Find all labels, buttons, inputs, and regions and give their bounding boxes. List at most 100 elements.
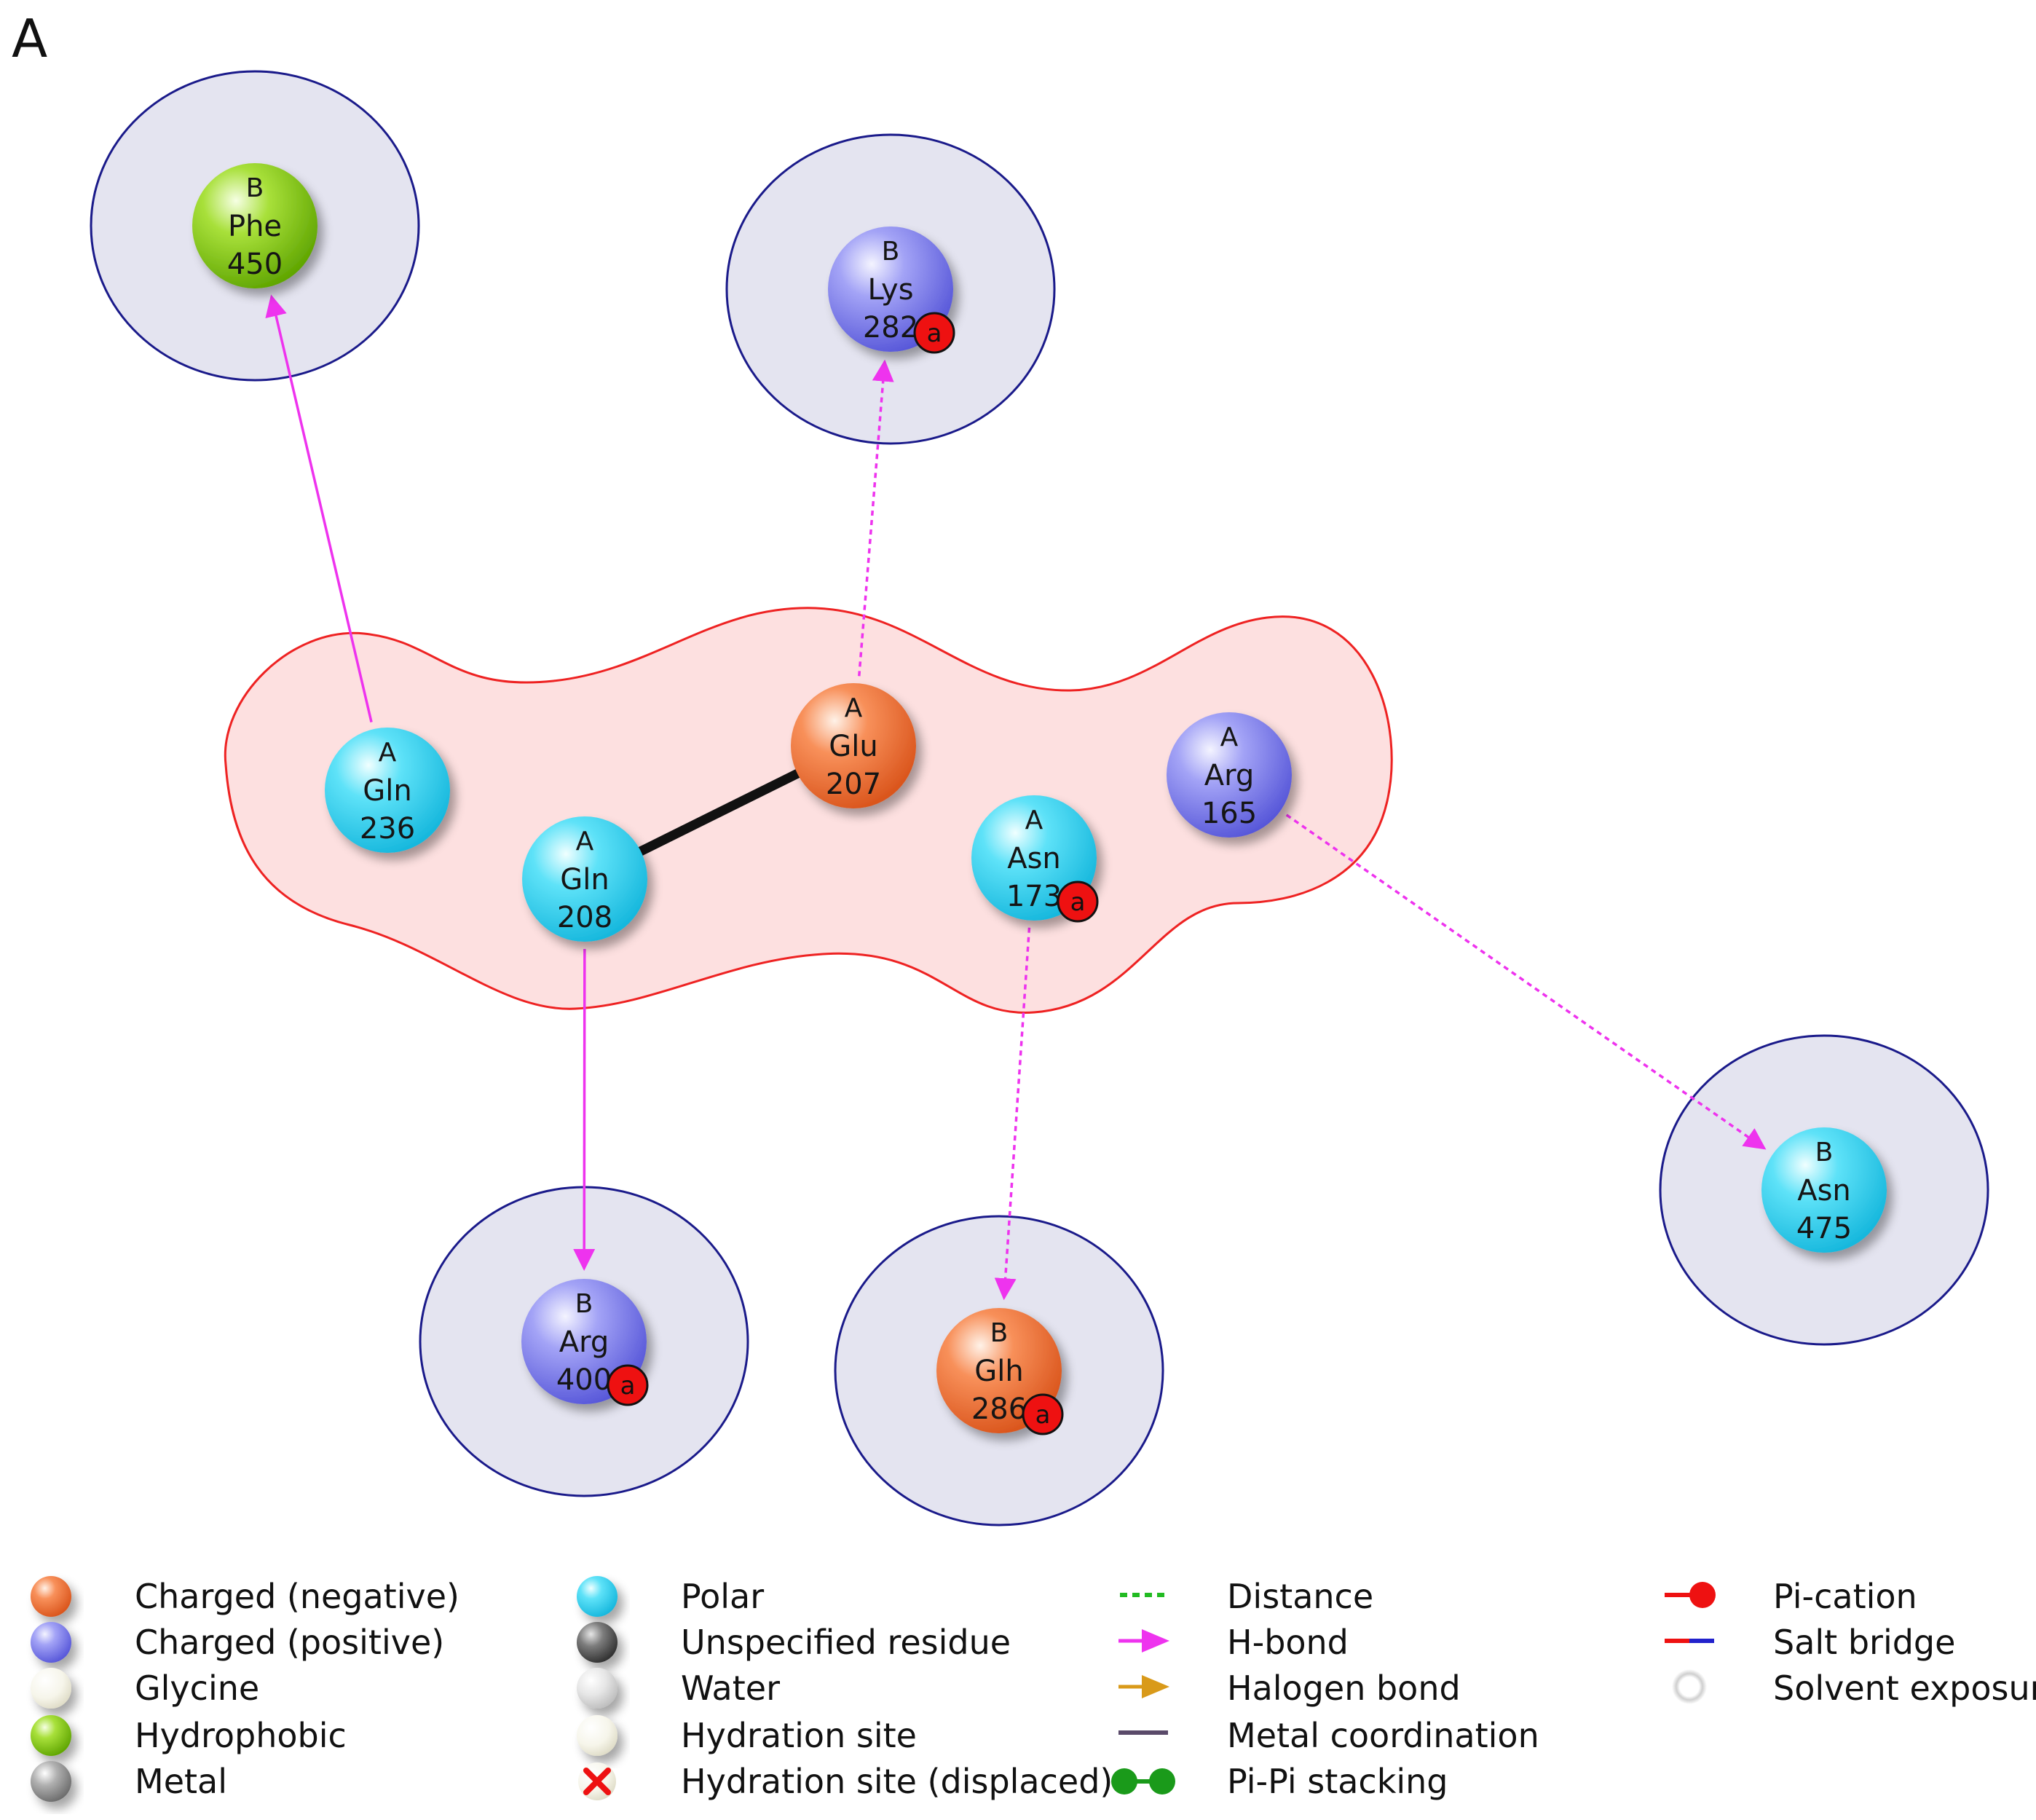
legend-ball-icon bbox=[31, 1576, 71, 1617]
ligand-region bbox=[224, 607, 1393, 1014]
residue-num: 236 bbox=[360, 812, 415, 846]
arrow-icon bbox=[1118, 1675, 1169, 1698]
solvent-exposure-badge bbox=[913, 312, 955, 354]
hbond-arrow-asn173-glh286 bbox=[994, 927, 1031, 1301]
legend-ball-icon bbox=[577, 1622, 617, 1663]
legend-item-0-0: Charged (negative) bbox=[31, 1576, 459, 1617]
legend-label: Metal coordination bbox=[1227, 1716, 1539, 1755]
legend-item-0-2: Glycine bbox=[31, 1668, 259, 1709]
legend-label: Glycine bbox=[135, 1669, 259, 1708]
bond-line-5 bbox=[633, 766, 805, 859]
residue-chain: B bbox=[575, 1289, 593, 1319]
residue-chain: A bbox=[1025, 805, 1043, 835]
legend-item-2-2: Halogen bond bbox=[1118, 1669, 1461, 1708]
legend-label: Salt bridge bbox=[1773, 1623, 1955, 1662]
residue-name: Asn bbox=[1007, 842, 1061, 875]
residue-phe450: B Phe 450 bbox=[192, 163, 317, 288]
legend-label: Metal bbox=[135, 1762, 227, 1801]
residue-arg400: B Arg 400 a bbox=[521, 1279, 649, 1406]
legend-ball-icon bbox=[31, 1715, 71, 1756]
legend-item-2-3: Metal coordination bbox=[1118, 1716, 1539, 1755]
hbond-arrow-gln208-arg400 bbox=[573, 948, 596, 1272]
residue-chain: B bbox=[990, 1318, 1009, 1348]
residue-name: Arg bbox=[559, 1325, 609, 1359]
residue-name: Arg bbox=[1204, 759, 1255, 792]
legend-label: Hydration site (displaced) bbox=[681, 1762, 1113, 1801]
legend-ball-icon bbox=[577, 1668, 617, 1709]
solvent-badge-glyph: a bbox=[927, 319, 942, 348]
residue-num: 173 bbox=[1006, 880, 1062, 913]
solvent-badge-glyph: a bbox=[620, 1371, 636, 1401]
legend-label: Unspecified residue bbox=[681, 1623, 1011, 1662]
solvent-badge-glyph: a bbox=[1070, 888, 1086, 917]
cross-icon bbox=[583, 1768, 611, 1795]
legend-item-2-0: Distance bbox=[1120, 1577, 1373, 1616]
legend-label: Halogen bond bbox=[1227, 1669, 1461, 1708]
residue-num: 286 bbox=[971, 1392, 1027, 1426]
residue-chain: B bbox=[882, 237, 900, 267]
solvent-exposure-badge bbox=[1057, 881, 1099, 923]
panel-label: A bbox=[12, 8, 47, 69]
pi-cation-icon bbox=[1665, 1582, 1716, 1608]
residue-chain: A bbox=[845, 693, 863, 723]
hbond-arrow-gln236-phe450 bbox=[265, 294, 373, 722]
legend-item-3-2: Solvent exposure bbox=[1672, 1669, 2036, 1708]
legend-item-3-1: Salt bridge bbox=[1665, 1623, 1955, 1662]
residue-ball bbox=[522, 816, 647, 942]
residue-name: Phe bbox=[228, 210, 282, 243]
residue-lys282: B Lys 282 a bbox=[828, 226, 955, 354]
residue-glu207: A Glu 207 bbox=[791, 683, 916, 808]
residue-name: Gln bbox=[560, 863, 609, 897]
residue-name: Gln bbox=[363, 774, 411, 808]
legend-ball-icon bbox=[31, 1668, 71, 1709]
residue-chain: B bbox=[246, 173, 264, 203]
legend-label: Hydrophobic bbox=[135, 1716, 347, 1755]
legend-label: Solvent exposure bbox=[1773, 1669, 2036, 1708]
residue-ball bbox=[325, 728, 450, 853]
legend: Charged (negative) Charged (positive) Glyc… bbox=[31, 1576, 2036, 1802]
residue-num: 165 bbox=[1202, 797, 1257, 830]
residue-name: Glu bbox=[829, 730, 877, 763]
residue-num: 400 bbox=[556, 1363, 612, 1397]
residue-ball bbox=[1761, 1127, 1887, 1253]
interactions-layer bbox=[265, 294, 1767, 1301]
solvent-badge-glyph: a bbox=[1035, 1401, 1051, 1430]
legend-ball-icon bbox=[577, 1715, 617, 1756]
residue-ball bbox=[1167, 712, 1292, 838]
legend-ball-icon bbox=[31, 1622, 71, 1663]
residue-name: Lys bbox=[867, 273, 913, 307]
legend-label: Hydration site bbox=[681, 1716, 917, 1755]
residue-gln236: A Gln 236 bbox=[325, 728, 450, 853]
residue-num: 207 bbox=[826, 768, 881, 801]
residue-chain: B bbox=[1815, 1138, 1834, 1167]
legend-label: H-bond bbox=[1227, 1623, 1349, 1662]
legend-item-2-4: Pi-Pi stacking bbox=[1111, 1762, 1448, 1801]
hbond-arrow-arg165-asn475 bbox=[1285, 814, 1767, 1150]
solvent-exposure-badge bbox=[1022, 1393, 1064, 1435]
legend-item-1-3: Hydration site bbox=[577, 1715, 917, 1756]
residue-arg165: A Arg 165 bbox=[1167, 712, 1292, 838]
residue-chain: A bbox=[1220, 722, 1239, 752]
legend-item-1-4: Hydration site (displaced) bbox=[578, 1762, 1113, 1801]
residue-num: 450 bbox=[227, 248, 283, 281]
residue-chain: A bbox=[576, 827, 594, 856]
legend-item-1-1: Unspecified residue bbox=[577, 1622, 1011, 1663]
legend-ball-icon bbox=[577, 1576, 617, 1617]
solvent-exposure-icon bbox=[1672, 1669, 1707, 1704]
legend-label: Charged (positive) bbox=[135, 1623, 444, 1662]
residue-name: Glh bbox=[974, 1355, 1023, 1388]
legend-label: Charged (negative) bbox=[135, 1577, 459, 1616]
residue-asn173: A Asn 173 a bbox=[971, 795, 1099, 923]
legend-label: Water bbox=[681, 1669, 780, 1708]
legend-label: Pi-Pi stacking bbox=[1227, 1762, 1448, 1801]
residue-ball bbox=[791, 683, 916, 808]
residue-chain: A bbox=[379, 738, 397, 768]
legend-ball-icon bbox=[31, 1761, 71, 1802]
legend-item-0-1: Charged (positive) bbox=[31, 1622, 444, 1663]
residue-ball bbox=[192, 163, 317, 288]
legend-item-0-3: Hydrophobic bbox=[31, 1715, 347, 1756]
residue-num: 282 bbox=[863, 311, 918, 344]
legend-label: Distance bbox=[1227, 1577, 1373, 1616]
